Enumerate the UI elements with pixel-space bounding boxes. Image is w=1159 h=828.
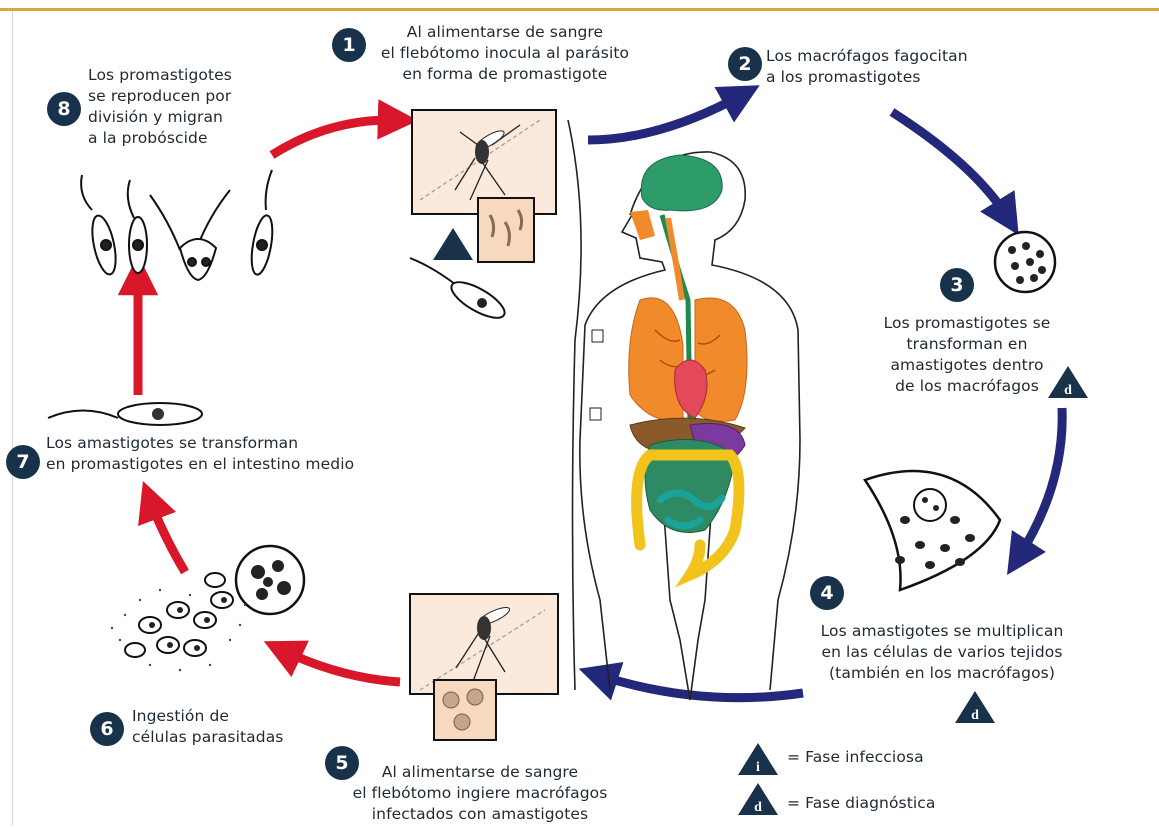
tissue-cell-amastigotes bbox=[865, 471, 1000, 590]
step-7-badge: 7 bbox=[6, 445, 40, 479]
arrow-5-to-6 bbox=[282, 650, 400, 682]
step-4-badge: 4 bbox=[810, 576, 844, 610]
left-lung bbox=[629, 298, 683, 421]
legend-infective-letter: i bbox=[756, 760, 760, 775]
step-2-text: Los macrófagos fagocitan a los promastig… bbox=[766, 46, 986, 88]
airway bbox=[668, 218, 682, 300]
brain bbox=[641, 155, 722, 211]
step3-marker-letter: d bbox=[1064, 383, 1072, 398]
step-6-badge: 6 bbox=[90, 712, 124, 746]
arrow-6-to-7 bbox=[150, 500, 185, 572]
arrow-2-to-3 bbox=[892, 112, 1008, 218]
step-8-badge: 8 bbox=[47, 92, 81, 126]
promastigote-step1 bbox=[410, 258, 509, 325]
step-8-text: Los promastigotes se reproducen por divi… bbox=[88, 65, 268, 149]
promastigotes-dividing bbox=[81, 170, 276, 280]
legend-diagnostic-letter: d bbox=[754, 800, 762, 815]
infected-macrophage bbox=[995, 232, 1055, 292]
arrow-4-to-5 bbox=[598, 675, 803, 698]
legend-infective-label: = Fase infecciosa bbox=[787, 747, 987, 768]
step-5-text: Al alimentarse de sangre el flebótomo in… bbox=[345, 762, 615, 825]
step1-infective-marker bbox=[433, 228, 473, 260]
skin-site-upper bbox=[592, 330, 603, 342]
step-1-text: Al alimentarse de sangre el flebótomo in… bbox=[380, 22, 630, 85]
legend-diagnostic-label: = Fase diagnóstica bbox=[787, 793, 987, 814]
step-2-badge: 2 bbox=[728, 47, 762, 81]
promastigote-midgut bbox=[48, 403, 202, 425]
step-7-text: Los amastigotes se transforman en promas… bbox=[46, 433, 376, 475]
nasal-passage bbox=[630, 210, 655, 240]
step-1-badge: 1 bbox=[332, 28, 366, 62]
step4-marker-letter: d bbox=[971, 708, 979, 723]
arrow-8-to-1 bbox=[272, 120, 398, 155]
step-4-text: Los amastigotes se multiplican en las cé… bbox=[812, 621, 1072, 684]
arrow-1-to-2 bbox=[588, 95, 742, 140]
sandfly-bite-panel bbox=[412, 110, 556, 262]
step-3-text: Los promastigotes se transforman en amas… bbox=[872, 313, 1062, 397]
skin-site-lower bbox=[590, 408, 601, 420]
step-3-badge: 3 bbox=[940, 268, 974, 302]
step-6-text: Ingestión de células parasitadas bbox=[132, 706, 302, 748]
sandfly-feed-panel bbox=[410, 594, 558, 740]
arrow-3-to-4 bbox=[1018, 408, 1062, 558]
parasitized-cells bbox=[111, 546, 304, 671]
